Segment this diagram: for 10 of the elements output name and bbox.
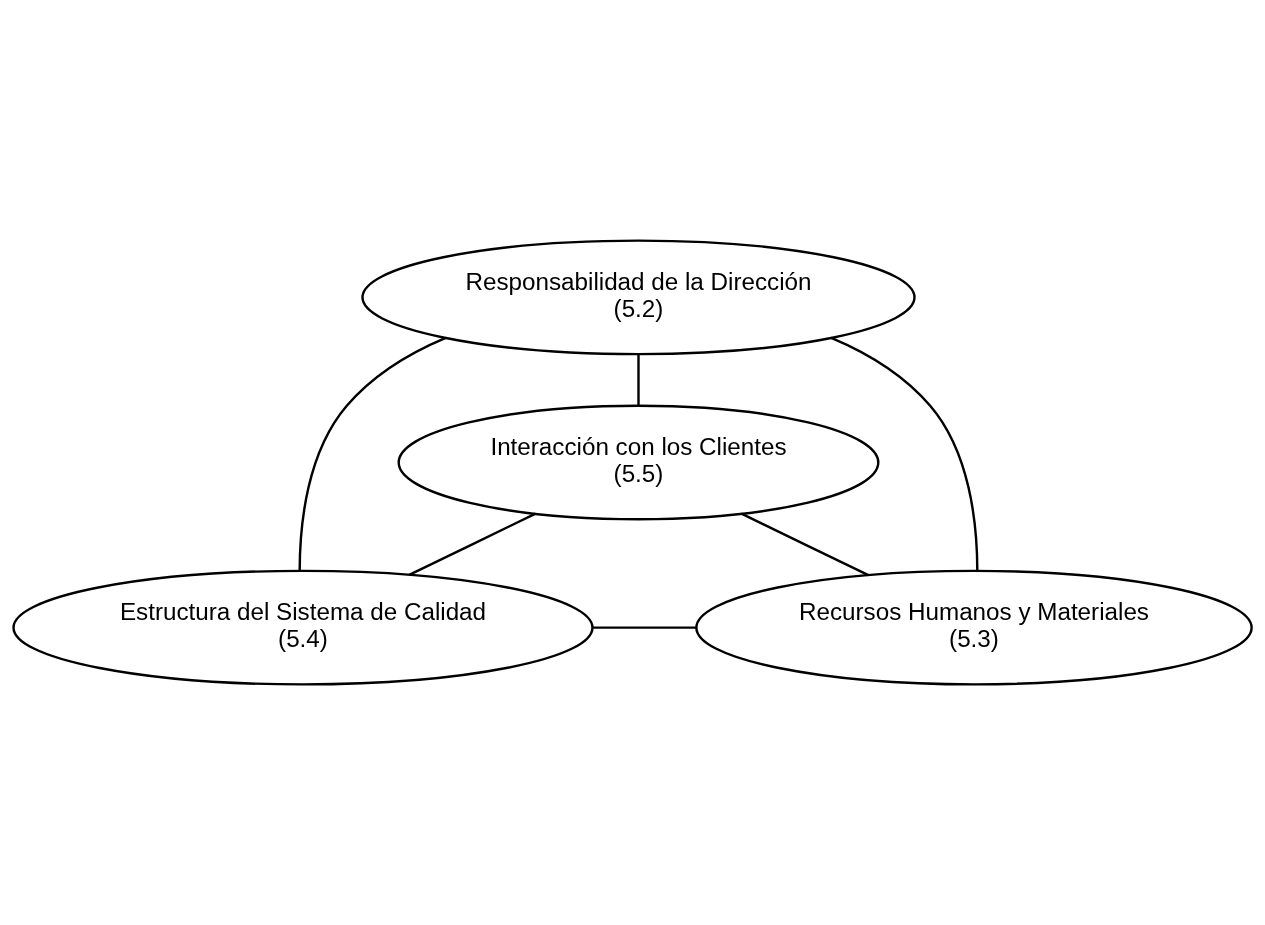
connector	[740, 512, 869, 577]
connector	[408, 512, 537, 576]
connector	[637, 354, 640, 406]
node-ellipse: Responsabilidad de la Dirección (5.2)	[361, 239, 916, 356]
connector	[298, 336, 447, 572]
connector	[830, 336, 979, 572]
node-ellipse: Recursos Humanos y Materiales (5.3)	[695, 569, 1253, 686]
node-ellipse: Estructura del Sistema de Calidad (5.4)	[12, 569, 594, 686]
node-ellipse: Interacción con los Clientes (5.5)	[397, 404, 880, 521]
connector	[592, 626, 697, 629]
